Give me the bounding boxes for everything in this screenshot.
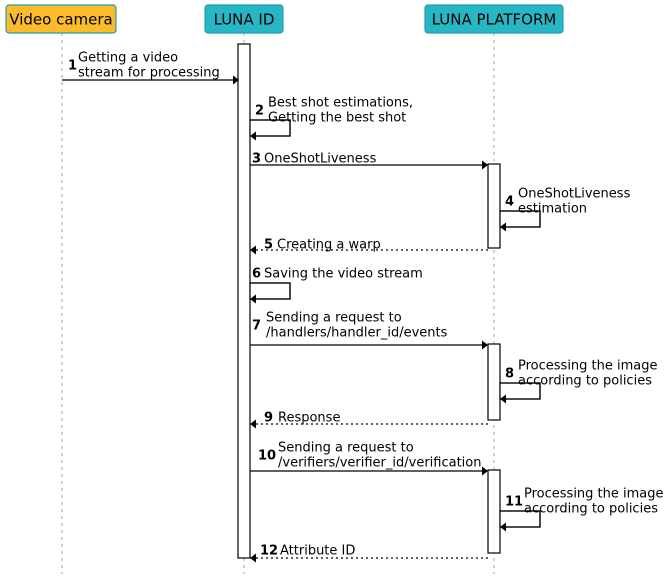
message-label-1-line-1: Getting a video [78,51,178,66]
message-number-6: 6 [252,267,261,282]
participant-luna-id[interactable]: LUNA ID [204,4,284,34]
message-line-8 [500,382,541,400]
arrowhead [482,340,488,350]
arrowhead [250,131,256,141]
message-number-11: 11 [505,495,523,510]
message-label-2-line-1: Best shot estimations, [268,96,413,111]
message-number-7: 7 [252,319,261,334]
arrowhead [482,160,488,170]
message-label-3-line-1: OneShotLiveness [264,152,377,167]
message-2[interactable]: 2 Best shot estimations,Getting the best … [250,96,413,141]
message-number-12: 12 [260,544,278,559]
participant-box-luna-platform [424,4,564,34]
message-label-12-line-1: Attribute ID [280,544,355,559]
arrowhead [500,522,506,532]
message-label-11-line-1: Processing the image [524,487,664,502]
message-9[interactable]: 9 Response [250,411,488,429]
participant-video-camera[interactable]: Video camera [5,4,117,34]
message-number-5: 5 [264,238,273,253]
message-label-10-line-2: /verifiers/verifier_id/verification [278,456,482,471]
arrowhead [482,466,488,476]
activation-bar-act-platform-3 [487,469,501,554]
message-line-6 [250,282,291,300]
message-label-11-line-2: according to policies [524,502,658,517]
message-number-10: 10 [258,449,276,464]
participant-label-luna-id: LUNA ID [214,11,275,29]
message-7[interactable]: 7 Sending a request to/handlers/handler_i… [250,311,488,350]
participant-luna-platform[interactable]: LUNA PLATFORM [424,4,564,34]
activation-bar-act-platform-2 [487,343,501,421]
message-label-7-line-2: /handlers/handler_id/events [266,326,448,341]
arrowhead [500,222,506,232]
arrowhead [250,245,256,255]
message-number-2: 2 [255,104,264,119]
arrowhead [500,394,506,404]
participant-label-luna-platform: LUNA PLATFORM [432,11,557,29]
message-label-2-line-2: Getting the best shot [268,111,406,126]
message-label-8-line-2: according to policies [518,374,652,389]
message-number-9: 9 [264,411,273,426]
arrowhead [250,553,256,563]
participant-label-video-camera: Video camera [9,11,112,29]
message-label-4-line-2: estimation [518,202,587,217]
activation-bar-act-platform-1 [487,163,501,249]
arrowhead [250,294,256,304]
message-label-7-line-1: Sending a request to [266,311,402,326]
message-line-2 [250,119,291,137]
participant-box-luna-id [204,4,284,34]
message-label-5-line-1: Creating a warp [277,238,381,253]
message-number-8: 8 [505,367,514,382]
message-label-6-line-1: Saving the video stream [264,267,423,282]
participant-box-video-camera [5,4,117,34]
arrowhead [250,419,256,429]
participant-boxes-layer: Video camera LUNA ID LUNA PLATFORM [5,4,564,34]
message-label-10-line-1: Sending a request to [278,441,414,456]
message-label-1-line-2: stream for processing [78,66,220,81]
activation-bar-act-luna-id-main [237,43,251,559]
message-line-11 [500,510,541,528]
message-5[interactable]: 5 Creating a warp [250,238,488,255]
message-label-9-line-1: Response [278,411,340,426]
message-label-4-line-1: OneShotLiveness [518,187,631,202]
message-number-4: 4 [505,195,514,210]
message-number-3: 3 [252,152,261,167]
message-number-1: 1 [68,59,77,74]
arrowhead [233,75,239,85]
message-line-4 [500,210,541,228]
message-label-8-line-1: Processing the image [518,359,658,374]
activation-bars-layer [237,43,541,559]
